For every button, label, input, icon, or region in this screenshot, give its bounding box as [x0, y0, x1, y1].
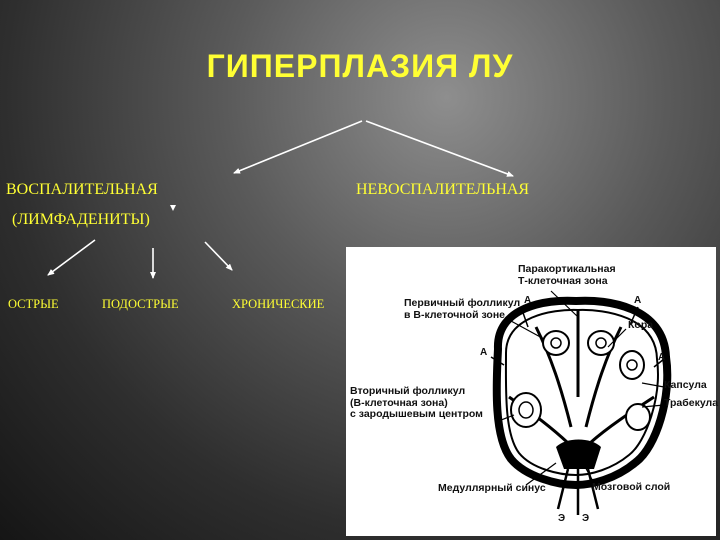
- subtype-acute: ОСТРЫЕ: [8, 297, 59, 311]
- lymph-node-figure: Паракортикальная Т-клеточная зона Первич…: [346, 247, 719, 536]
- marker-e-1: Э: [558, 513, 566, 524]
- arrow-to-chronic: [204, 241, 233, 271]
- label-medullary-sinus: Медуллярный синус: [438, 482, 546, 494]
- branch-noninflammatory: НЕВОСПАЛИТЕЛЬНАЯ: [356, 181, 530, 198]
- lymph-node-drawing: [490, 290, 672, 515]
- slide-title: ГИПЕРПЛАЗИЯ ЛУ: [0, 48, 720, 85]
- arrow-to-right-branch: [365, 120, 514, 177]
- small-caret-marker: [170, 205, 176, 211]
- label-paracortical: Паракортикальная Т-клеточная зона: [518, 263, 616, 287]
- subtype-chronic: ХРОНИЧЕСКИЕ: [232, 297, 325, 311]
- marker-a-4: А: [658, 352, 666, 363]
- label-secondary-follicle: Вторичный фолликул (В-клеточная зона) с …: [350, 385, 483, 420]
- title-text: ГИПЕРПЛАЗИЯ ЛУ: [206, 48, 514, 84]
- label-cortex: Кора: [628, 319, 654, 331]
- branch-inflammatory-sub: (ЛИМФАДЕНИТЫ): [12, 211, 150, 228]
- marker-e-2: Э: [582, 513, 590, 524]
- marker-a-1: А: [524, 295, 532, 306]
- marker-a-3: А: [480, 347, 488, 358]
- label-capsule: Капсула: [664, 379, 707, 391]
- marker-a-2: А: [634, 295, 642, 306]
- branch-inflammatory: ВОСПАЛИТЕЛЬНАЯ: [6, 181, 158, 198]
- label-medulla: Мозговой слой: [592, 481, 671, 493]
- label-trabecula: Трабекула: [664, 397, 719, 409]
- subtype-subacute: ПОДОСТРЫЕ: [102, 297, 179, 311]
- label-primary-follicle: Первичный фолликул в В-клеточной зоне: [404, 297, 521, 321]
- arrow-to-acute: [47, 239, 96, 276]
- arrow-to-left-branch: [233, 120, 363, 174]
